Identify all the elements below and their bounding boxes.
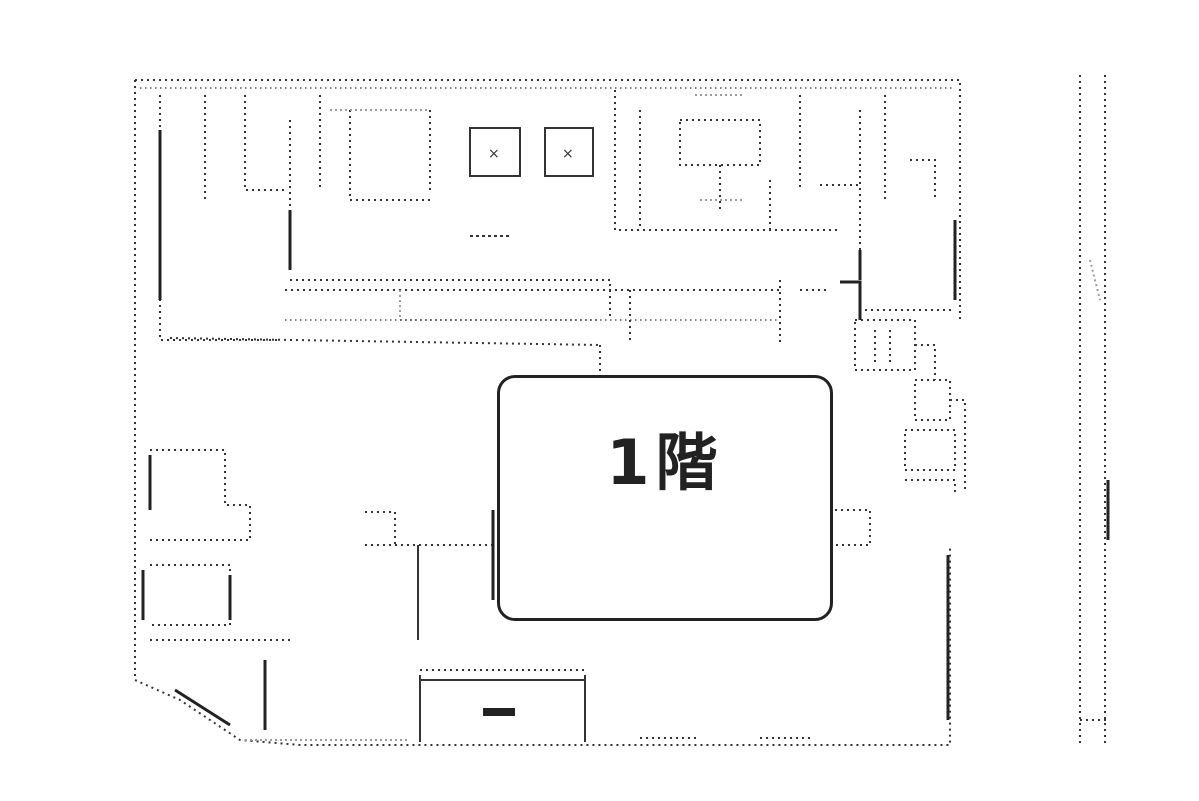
floor-label: 1階 [606, 426, 724, 499]
floor-label-box: 1階 [497, 375, 833, 621]
corridor [169, 280, 862, 372]
bottom-room [419, 669, 810, 742]
building-outline [134, 79, 961, 746]
upper-rooms: × × [158, 90, 957, 341]
left-rooms [141, 449, 410, 741]
svg-text:×: × [488, 146, 500, 162]
central-hall [365, 509, 950, 720]
svg-text:×: × [562, 146, 574, 162]
right-edge-strip [1079, 75, 1110, 745]
stair-area [854, 319, 966, 495]
